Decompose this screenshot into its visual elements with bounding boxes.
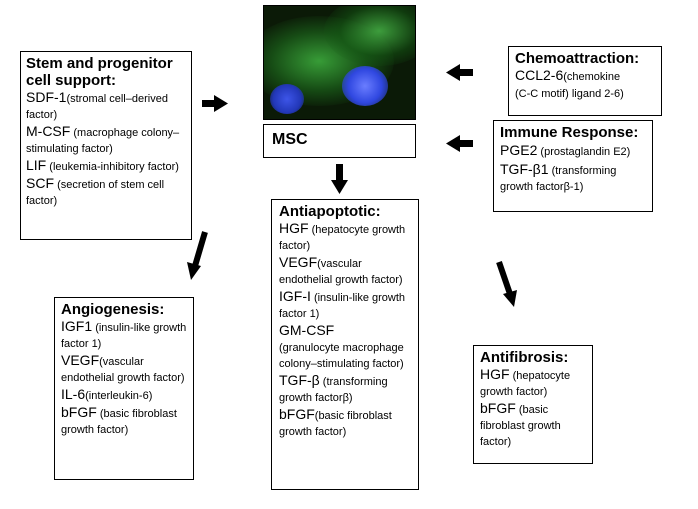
immune-response-box: Immune Response: PGE2 (prostaglandin E2)… [493, 120, 653, 212]
list-item: CCL2-6(chemokine [515, 67, 621, 83]
list-item: bFGF (basic fibroblast growth factor) [61, 404, 177, 436]
stem-support-box: Stem and progenitor cell support: SDF-1(… [20, 51, 192, 240]
list-item: IGF-I (insulin-like growth factor 1) [279, 288, 406, 320]
list-item: LIF (leukemia-inhibitory factor) [26, 157, 179, 173]
immune-response-title: Immune Response: [500, 124, 639, 141]
arrow-stem-to-msc [202, 95, 228, 112]
angiogenesis-box: Angiogenesis: IGF1 (insulin-like growth … [54, 297, 194, 480]
list-item: HGF (hepatocyte growth factor) [480, 366, 571, 398]
list-item: (C-C motif) ligand 2-6) [515, 88, 624, 100]
angiogenesis-title: Angiogenesis: [61, 301, 165, 318]
list-item: IL-6(interleukin-6) [61, 386, 153, 402]
list-item: TGF-β (transforming growth factorβ) [279, 372, 388, 404]
list-item: VEGF(vascular endothelial growth factor) [279, 254, 403, 286]
arrow-immune-to-msc [446, 135, 473, 152]
arrow-chemo-to-msc [446, 64, 473, 81]
list-item: GM-CSF(granulocyte macrophage colony–sti… [279, 322, 404, 370]
chemoattraction-title: Chemoattraction: [515, 50, 640, 67]
antifibrosis-box: Antifibrosis: HGF (hepatocyte growth fac… [473, 345, 593, 464]
list-item: TGF-β1 (transforming growth factorβ-1) [500, 161, 617, 193]
arrow-msc-to-antiapoptotic [331, 164, 348, 194]
antifibrosis-title: Antifibrosis: [480, 349, 569, 366]
chemoattraction-box: Chemoattraction: CCL2-6(chemokine (C-C m… [508, 46, 662, 116]
list-item: SCF (secretion of stem cell factor) [26, 175, 165, 207]
list-item: IGF1 (insulin-like growth factor 1) [61, 318, 187, 350]
list-item: M-CSF (macrophage colony–stimulating fac… [26, 123, 180, 155]
list-item: bFGF (basic fibroblast growth factor) [480, 400, 561, 448]
antiapoptotic-title: Antiapoptotic: [279, 203, 381, 220]
stem-support-title: Stem and progenitor cell support: [26, 55, 173, 89]
msc-label: MSC [272, 131, 308, 148]
msc-fluorescence-image [263, 5, 416, 120]
list-item: PGE2 (prostaglandin E2) [500, 142, 631, 158]
list-item: SDF-1(stromal cell–derived factor) [26, 89, 168, 121]
nucleus-stain [342, 66, 388, 106]
list-item: VEGF(vascular endothelial growth factor) [61, 352, 185, 384]
nucleus-stain [270, 84, 304, 114]
arrow-immune-to-antifibrosis [496, 261, 517, 307]
antiapoptotic-box: Antiapoptotic: HGF (hepatocyte growth fa… [271, 199, 419, 490]
msc-label-box: MSC [263, 124, 416, 158]
list-item: bFGF(basic fibroblast growth factor) [279, 406, 392, 438]
list-item: HGF (hepatocyte growth factor) [279, 220, 406, 252]
arrow-stem-to-angiogenesis [187, 231, 208, 280]
